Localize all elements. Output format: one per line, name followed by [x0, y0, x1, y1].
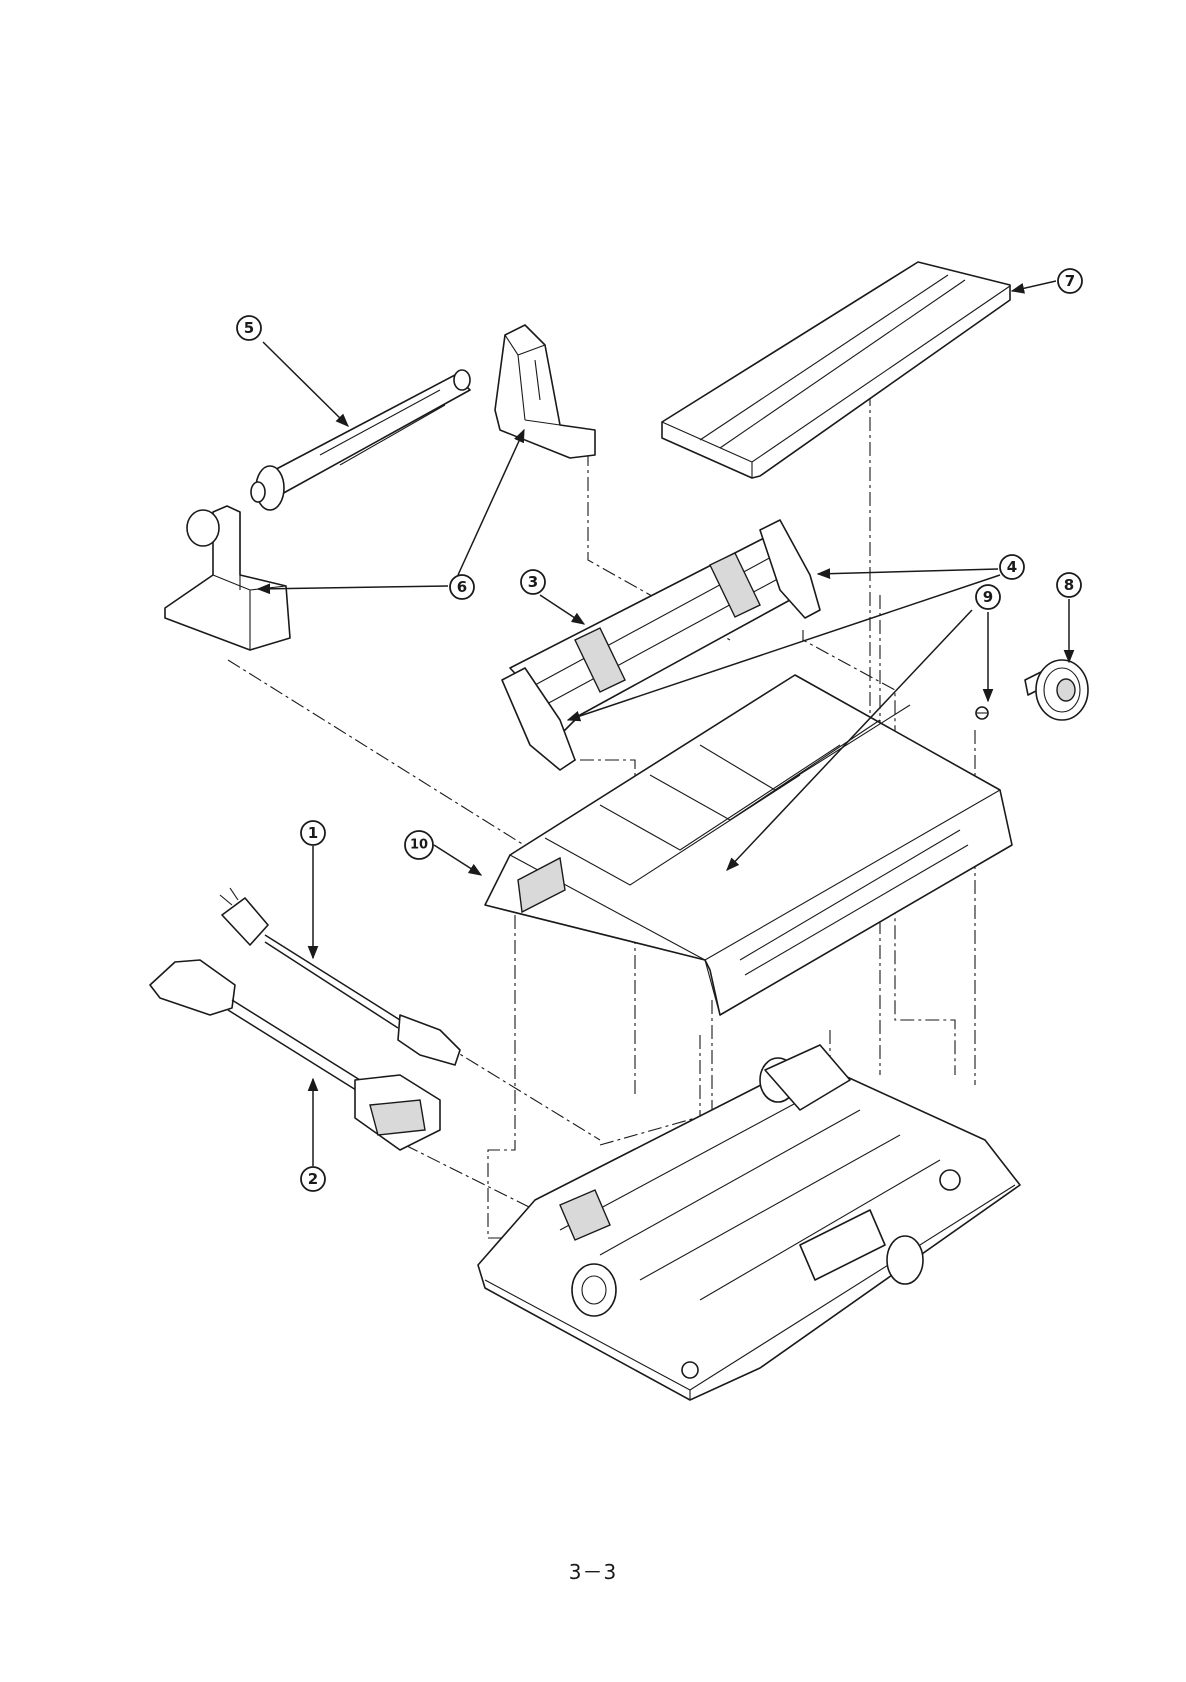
callout-5: 5	[237, 316, 261, 340]
top-cover-part	[662, 262, 1010, 478]
leader-arrows	[258, 281, 1069, 1166]
stand-support-right-part	[495, 325, 595, 458]
callout-6: 6	[450, 575, 474, 599]
callout-3: 3	[521, 570, 545, 594]
callout-2: 2	[301, 1167, 325, 1191]
stand-support-left-part	[165, 506, 290, 650]
callout-7: 7	[1058, 269, 1082, 293]
svg-text:8: 8	[1064, 576, 1074, 594]
svg-text:1: 1	[308, 824, 318, 842]
svg-text:6: 6	[457, 578, 467, 596]
base-mechanism-part	[478, 1045, 1020, 1400]
svg-text:4: 4	[1007, 558, 1017, 576]
svg-text:3: 3	[528, 573, 538, 591]
paper-roll-shaft-part	[251, 370, 470, 510]
platen-knob-part	[1025, 660, 1088, 720]
svg-text:5: 5	[244, 319, 254, 337]
interface-cable-part	[150, 960, 440, 1150]
svg-text:2: 2	[308, 1170, 318, 1188]
callout-8: 8	[1057, 573, 1081, 597]
page-number: 3－3	[0, 1556, 1186, 1585]
callout-10: 10	[405, 831, 433, 859]
svg-text:10: 10	[410, 838, 428, 853]
callout-1: 1	[301, 821, 325, 845]
callout-4: 4	[1000, 555, 1024, 579]
svg-text:7: 7	[1065, 272, 1075, 290]
power-cord-part	[220, 888, 460, 1065]
callout-9: 9	[976, 585, 1000, 609]
svg-text:9: 9	[983, 588, 993, 606]
